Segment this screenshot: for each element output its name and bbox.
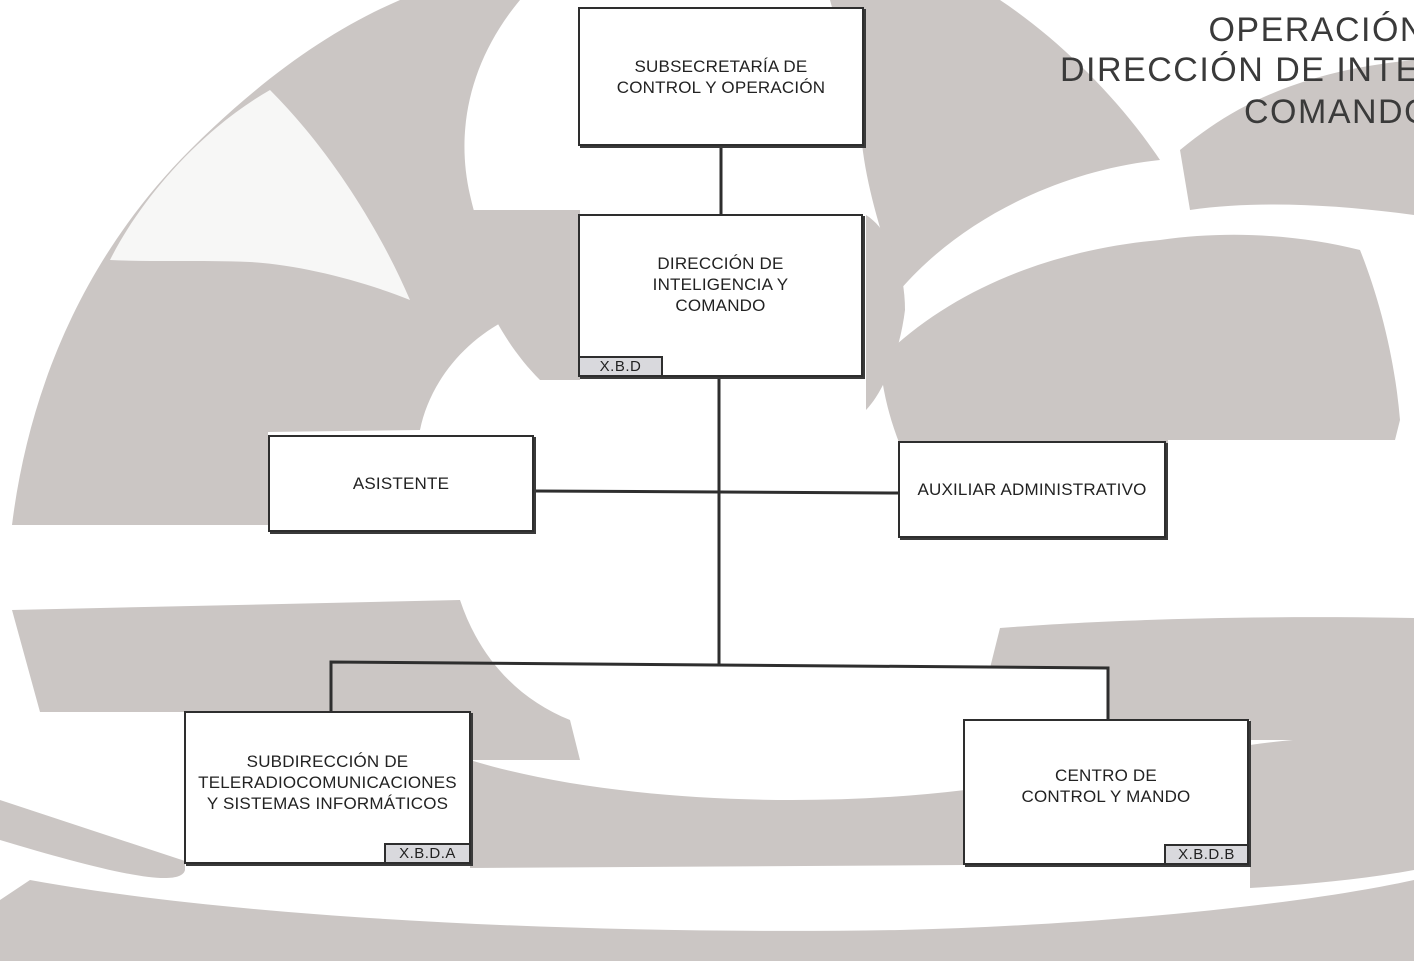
title-line-1: OPERACIÓN <box>1208 11 1414 49</box>
node-asistente: ASISTENTE <box>268 435 534 532</box>
watermark-bottom-band <box>470 760 965 868</box>
node-auxiliar-label: AUXILIAR ADMINISTRATIVO <box>917 480 1147 499</box>
node-centro-label: CENTRO DE CONTROL Y MANDO <box>1021 766 1191 806</box>
title-line-3: COMANDO <box>1244 93 1414 131</box>
watermark-right-lower <box>1250 736 1414 888</box>
watermark-bottom-arc <box>0 800 185 879</box>
node-centro: CENTRO DE CONTROL Y MANDO X.B.D.B <box>963 719 1249 865</box>
node-subsecretaria: SUBSECRETARÍA DE CONTROL Y OPERACIÓN <box>578 7 864 146</box>
node-auxiliar: AUXILIAR ADMINISTRATIVO <box>898 441 1166 538</box>
node-subdireccion-label: SUBDIRECCIÓN DE TELERADIOCOMUNICACIONES … <box>198 752 457 813</box>
page-title: OPERACIÓN DIRECCIÓN DE INTELIGENCIA Y CO… <box>994 0 1414 140</box>
node-subdireccion: SUBDIRECCIÓN DE TELERADIOCOMUNICACIONES … <box>184 711 471 864</box>
watermark-top-right-arc <box>830 0 1160 290</box>
node-asistente-label: ASISTENTE <box>352 474 450 493</box>
connector-branch <box>329 660 1110 720</box>
watermark-right-upper <box>1180 60 1414 215</box>
connector-staff <box>533 489 900 495</box>
node-subdireccion-code: X.B.D.A <box>384 843 471 864</box>
watermark-left-petal <box>110 90 410 300</box>
node-direccion-code: X.B.D <box>578 356 663 377</box>
title-line-2: DIRECCIÓN DE INTELIGENCIA Y <box>1060 51 1414 89</box>
watermark-band-lower-right <box>990 617 1414 740</box>
watermark-center-right <box>866 215 905 410</box>
node-direccion: DIRECCIÓN DE INTELIGENCIA Y COMANDO X.B.… <box>578 214 863 377</box>
node-centro-code: X.B.D.B <box>1164 844 1249 865</box>
watermark-right-arc <box>880 234 1400 520</box>
watermark-center-left <box>460 210 580 380</box>
node-subsecretaria-label: SUBSECRETARÍA DE CONTROL Y OPERACIÓN <box>616 56 826 97</box>
node-direccion-label: DIRECCIÓN DE INTELIGENCIA Y COMANDO <box>652 254 789 315</box>
watermark-bottom-sweep <box>0 880 1414 961</box>
